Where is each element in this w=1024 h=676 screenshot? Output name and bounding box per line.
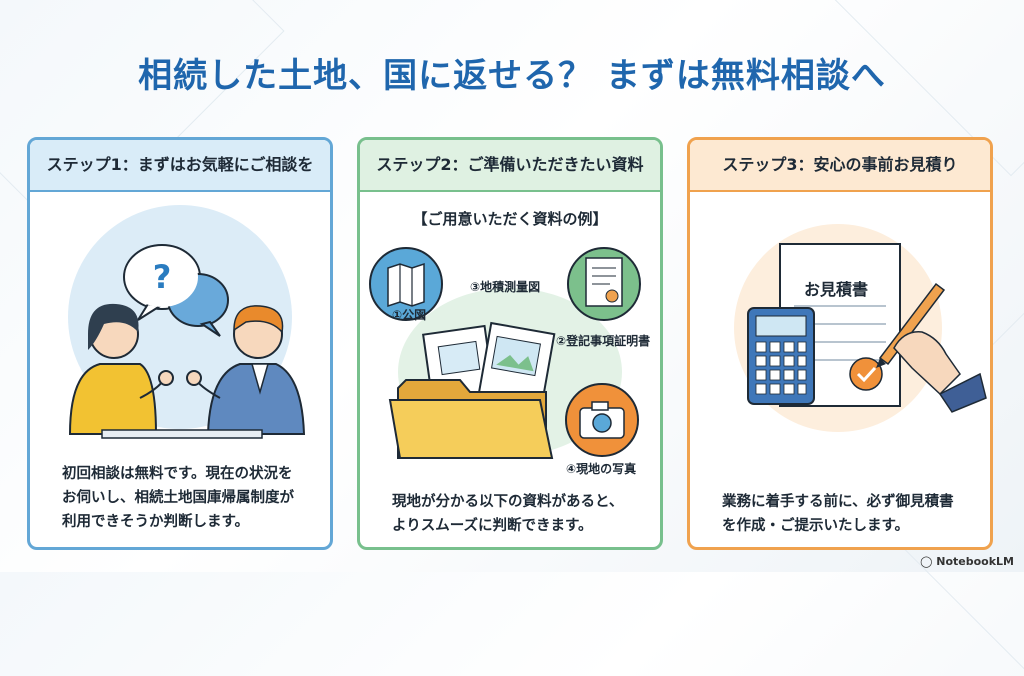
checkmark-icon — [849, 357, 883, 391]
map-icon — [369, 247, 443, 321]
camera-icon — [565, 383, 639, 457]
notebooklm-logo: ◯ NotebookLM — [920, 555, 1014, 568]
woman-icon — [68, 303, 174, 435]
doc-label-site-photo: ④現地の写真 — [566, 462, 637, 476]
page-title: 相続した土地、国に返せる？ まずは無料相談へ — [138, 56, 886, 96]
calculator-icon — [747, 307, 815, 405]
logo-icon: ◯ — [920, 555, 933, 568]
pen-hand-icon — [876, 282, 987, 413]
doc-label-registry-certificate: ②登記事項証明書 — [556, 334, 651, 348]
step2-description: 現地が分かる以下の資料があると、 よりスムーズに判断できます。 — [392, 494, 624, 534]
doc-label-survey-map: ③地積測量図 — [470, 280, 541, 294]
estimate-illustration — [734, 224, 987, 432]
step2-header: ステップ2：ご準備いただきたい資料 — [360, 140, 660, 192]
step1-card: ステップ1：まずはお気軽にご相談を ? — [27, 137, 333, 550]
step1-description: 初回相談は無料です。現在の状況を お伺いし、相続土地国庫帰属制度が 利用できそう… — [62, 466, 294, 530]
step2-card: ステップ2：ご準備いただきたい資料 【ご用意いただく資料の例】 — [357, 137, 663, 550]
step3-header: ステップ3：安心の事前お見積り — [690, 140, 990, 192]
estimate-label: お見積書 — [804, 280, 869, 299]
folder-icon — [388, 379, 554, 459]
doc-label-kouzu: ①公図 — [392, 308, 427, 322]
question-mark-icon: ? — [153, 258, 172, 296]
step3-description: 業務に着手する前に、必ず御見積書 を作成・ご提示いたします。 — [722, 494, 954, 534]
photo-document-icon — [476, 321, 556, 413]
step3-card: ステップ3：安心の事前お見積り — [687, 137, 993, 550]
documents-illustration — [369, 247, 641, 459]
consultation-illustration: ? — [68, 205, 306, 439]
man-icon — [186, 305, 306, 435]
step1-header: ステップ1：まずはお気軽にご相談を — [30, 140, 330, 192]
certificate-icon — [567, 247, 641, 321]
speech-bubble-icon — [123, 244, 229, 337]
documents-subheading: 【ご用意いただく資料の例】 — [412, 210, 608, 228]
